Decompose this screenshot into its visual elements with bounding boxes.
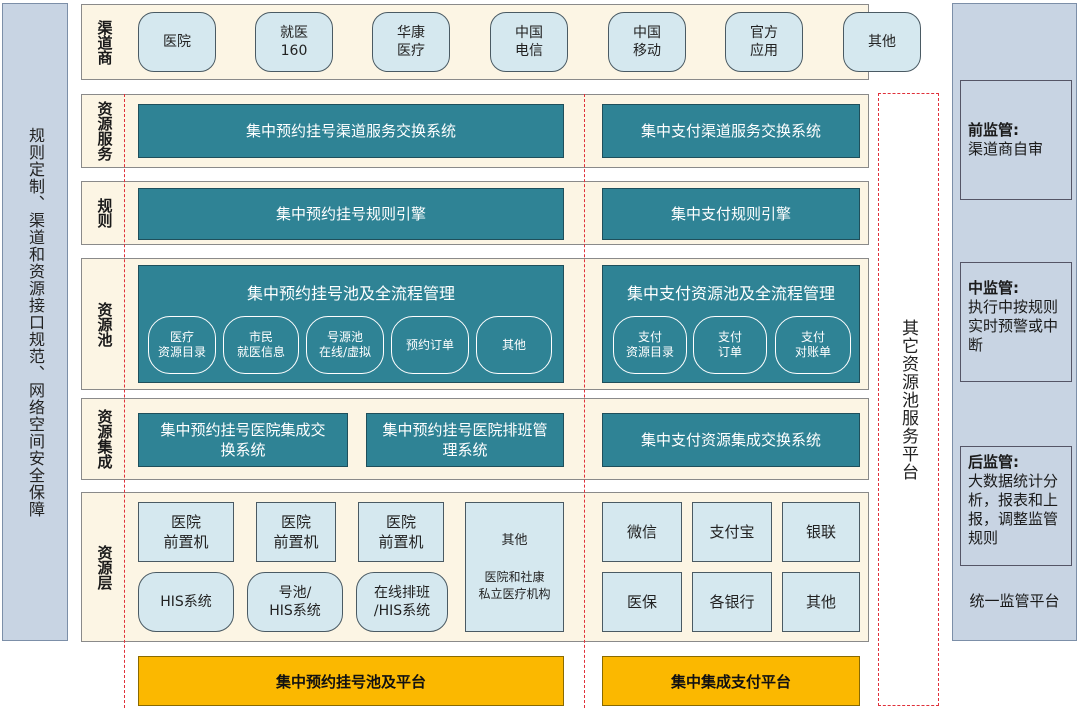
pool-label: 资源池 — [95, 301, 114, 347]
payment-integration-exchange: 集中支付资源集成交换系统 — [602, 413, 860, 467]
pool-payment-statement: 支付 对账单 — [775, 316, 851, 374]
pool-citizen-medical-info: 市民 就医信息 — [223, 316, 299, 374]
pay-other: 其他 — [782, 572, 860, 632]
mid-supervision-box: 中监管: 执行中按规则实时预警或中断 — [960, 262, 1072, 382]
pay-unionpay: 银联 — [782, 502, 860, 562]
pool-number-source: 号源池 在线/虚拟 — [306, 316, 384, 374]
his-system-2: 号池/ HIS系统 — [247, 572, 343, 632]
post-supervision-desc: 大数据统计分析，报表和上报，调整监管规则 — [968, 472, 1059, 547]
pre-supervision-desc: 渠道商自审 — [968, 140, 1044, 158]
appointment-pool-title: 集中预约挂号池及全流程管理 — [246, 284, 455, 303]
pool-medical-resource-catalog: 医疗 资源目录 — [148, 316, 216, 374]
hospital-front-machine-3: 医院 前置机 — [358, 502, 444, 562]
appointment-platform: 集中预约挂号池及平台 — [138, 656, 564, 706]
channel-china-mobile: 中国 移动 — [608, 12, 686, 72]
mid-supervision-desc: 执行中按规则实时预警或中断 — [968, 298, 1059, 354]
divider-left — [124, 94, 125, 708]
pre-supervision-title: 前监管: — [968, 121, 1019, 139]
unified-supervision-platform-label: 统一监管平台 — [969, 592, 1060, 610]
channel-other: 其他 — [843, 12, 921, 72]
channel-jiuyi160: 就医 160 — [255, 12, 333, 72]
appointment-channel-exchange: 集中预约挂号渠道服务交换系统 — [138, 104, 564, 158]
payment-rule-engine: 集中支付规则引擎 — [602, 188, 860, 240]
resource-other-title: 其他 — [501, 533, 528, 548]
appointment-rule-engine: 集中预约挂号规则引擎 — [138, 188, 564, 240]
his-system-1: HIS系统 — [138, 572, 234, 632]
pay-alipay: 支付宝 — [692, 502, 772, 562]
pay-medical-insurance: 医保 — [602, 572, 682, 632]
payment-platform: 集中集成支付平台 — [602, 656, 860, 706]
rules-label: 规则 — [95, 198, 114, 228]
resource-service-label: 资源服务 — [95, 101, 114, 161]
left-standards-panel: 规则定制、渠道和资源接口规范、网络空间安全保障 — [2, 3, 68, 641]
post-supervision-title: 后监管: — [968, 453, 1019, 471]
mid-supervision-title: 中监管: — [968, 279, 1019, 297]
resource-layer-label: 资源层 — [95, 544, 114, 590]
his-system-3: 在线排班 /HIS系统 — [356, 572, 448, 632]
integration-label: 资源集成 — [95, 409, 114, 469]
hospital-front-machine-2: 医院 前置机 — [256, 502, 336, 562]
pool-payment-order: 支付 订单 — [693, 316, 767, 374]
pool-appointment-order: 预约订单 — [391, 316, 469, 374]
pay-banks: 各银行 — [692, 572, 772, 632]
payment-pool-title: 集中支付资源池及全流程管理 — [626, 284, 835, 303]
pre-supervision-box: 前监管: 渠道商自审 — [960, 80, 1072, 200]
payment-channel-exchange: 集中支付渠道服务交换系统 — [602, 104, 860, 158]
channel-huakang: 华康 医疗 — [372, 12, 450, 72]
left-standards-text: 规则定制、渠道和资源接口规范、网络空间安全保障 — [26, 126, 45, 518]
hospital-front-machine-1: 医院 前置机 — [138, 502, 234, 562]
post-supervision-box: 后监管: 大数据统计分析，报表和上报，调整监管规则 — [960, 446, 1072, 566]
pool-other: 其他 — [476, 316, 552, 374]
channel-china-telecom: 中国 电信 — [490, 12, 568, 72]
hospital-integration-exchange: 集中预约挂号医院集成交 换系统 — [138, 413, 348, 467]
resource-other-desc: 医院和社康 私立医疗机构 — [478, 570, 551, 601]
pay-wechat: 微信 — [602, 502, 682, 562]
other-platform-text: 其它资源池服务平台 — [898, 318, 918, 481]
channel-label: 渠道商 — [95, 19, 114, 65]
pool-payment-resource-catalog: 支付 资源目录 — [613, 316, 687, 374]
resource-other-box: 其他 医院和社康 私立医疗机构 — [465, 502, 564, 632]
other-platform-box: 其它资源池服务平台 — [878, 93, 939, 706]
channel-hospital: 医院 — [138, 12, 216, 72]
divider-middle — [584, 94, 585, 708]
channel-official-app: 官方 应用 — [725, 12, 803, 72]
hospital-schedule-management: 集中预约挂号医院排班管 理系统 — [366, 413, 564, 467]
